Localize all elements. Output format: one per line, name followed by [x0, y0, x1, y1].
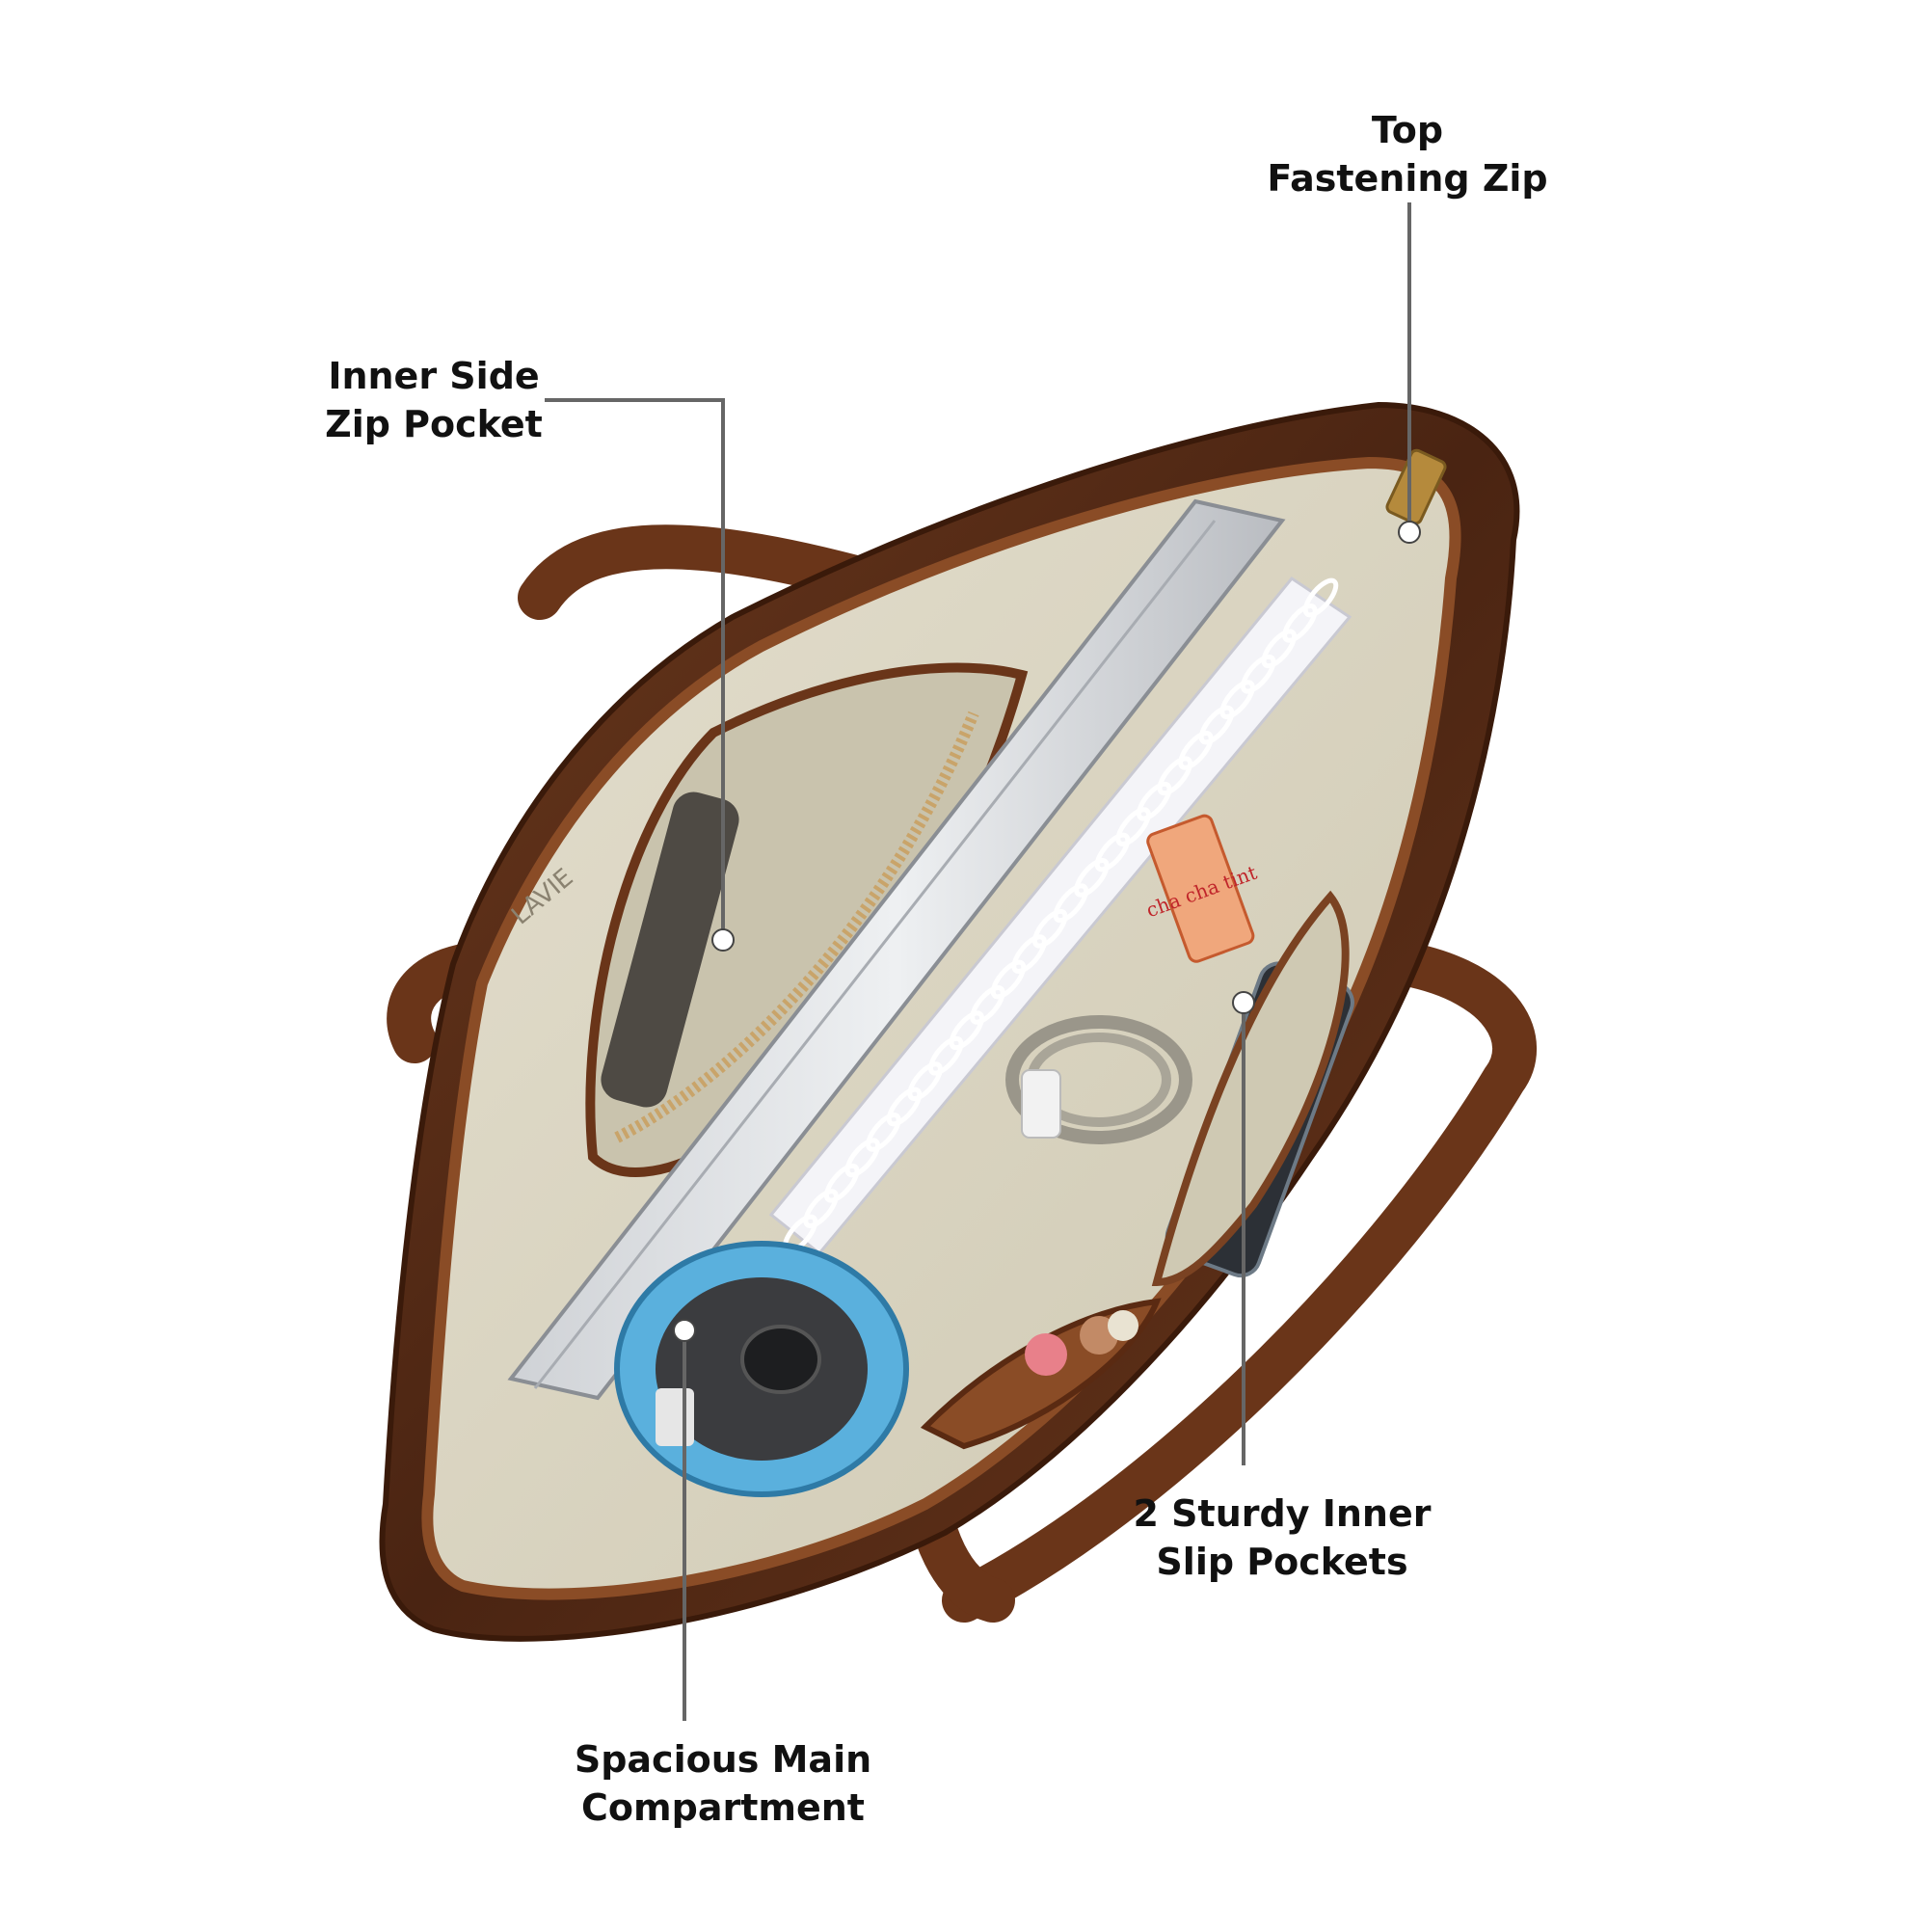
spiral-coil — [1053, 883, 1089, 924]
callout-inner-line1: Inner Side — [328, 355, 540, 397]
leader-inner-side — [545, 398, 725, 935]
spiral-coil — [949, 1010, 985, 1051]
dot-top-zip — [1398, 521, 1421, 544]
callout-slip-line2: Slip Pockets — [1156, 1541, 1408, 1583]
spiral-coil — [1302, 577, 1339, 618]
spiral-coil — [844, 1138, 881, 1178]
spiral-coil — [1261, 629, 1298, 669]
spiral-coil — [1094, 832, 1131, 872]
callout-top-fastening-zip: Top Fastening Zip — [1215, 106, 1600, 202]
leader-lines — [545, 202, 1411, 1721]
slip-pockets — [920, 890, 1350, 1450]
top-zip-pull — [1385, 448, 1447, 525]
spiral-coil — [803, 1189, 839, 1228]
spiral-coil — [1136, 781, 1172, 821]
callout-main-line1: Spacious Main — [574, 1738, 872, 1781]
spiral-coil — [970, 985, 1005, 1025]
spiral-coil — [1240, 654, 1276, 694]
spiral-coil — [1011, 934, 1047, 974]
spiral-coil — [1074, 858, 1110, 898]
spiral-coil — [823, 1163, 860, 1203]
callout-inner-line2: Zip Pocket — [325, 403, 543, 445]
water-bottle — [614, 1241, 909, 1497]
callout-main-line2: Compartment — [581, 1786, 865, 1829]
callout-top-line2: Fastening Zip — [1267, 157, 1548, 200]
callout-top-line1: Top — [1371, 109, 1444, 151]
spiral-coil — [1198, 705, 1235, 745]
spiral-coil — [1115, 807, 1151, 846]
callout-inner-side-zip-pocket: Inner Side Zip Pocket — [289, 352, 578, 448]
callout-inner-slip-pockets: 2 Sturdy Inner Slip Pockets — [1109, 1489, 1456, 1586]
spiral-coil — [907, 1061, 943, 1101]
dot-main — [673, 1319, 696, 1342]
spiral-coil — [927, 1035, 964, 1076]
spiral-coil — [1282, 604, 1318, 643]
laptop — [507, 498, 1286, 1401]
spiral-coil — [1157, 756, 1193, 796]
spiral-coil — [1219, 680, 1255, 719]
spiral-coil — [866, 1113, 901, 1152]
callout-slip-line1: 2 Sturdy Inner — [1133, 1492, 1432, 1535]
dot-inner-side — [711, 928, 735, 952]
callout-spacious-main-compartment: Spacious Main Compartment — [501, 1735, 945, 1832]
spiral-coil — [990, 959, 1027, 1000]
charging-cable — [1005, 1015, 1192, 1144]
spiral-coil — [1178, 731, 1214, 770]
spiral-coil — [1031, 908, 1068, 949]
dot-slip — [1232, 991, 1255, 1014]
spiral-notebook — [768, 576, 1352, 1256]
spiral-coil — [886, 1087, 923, 1127]
pointer-dots — [673, 521, 1421, 1342]
